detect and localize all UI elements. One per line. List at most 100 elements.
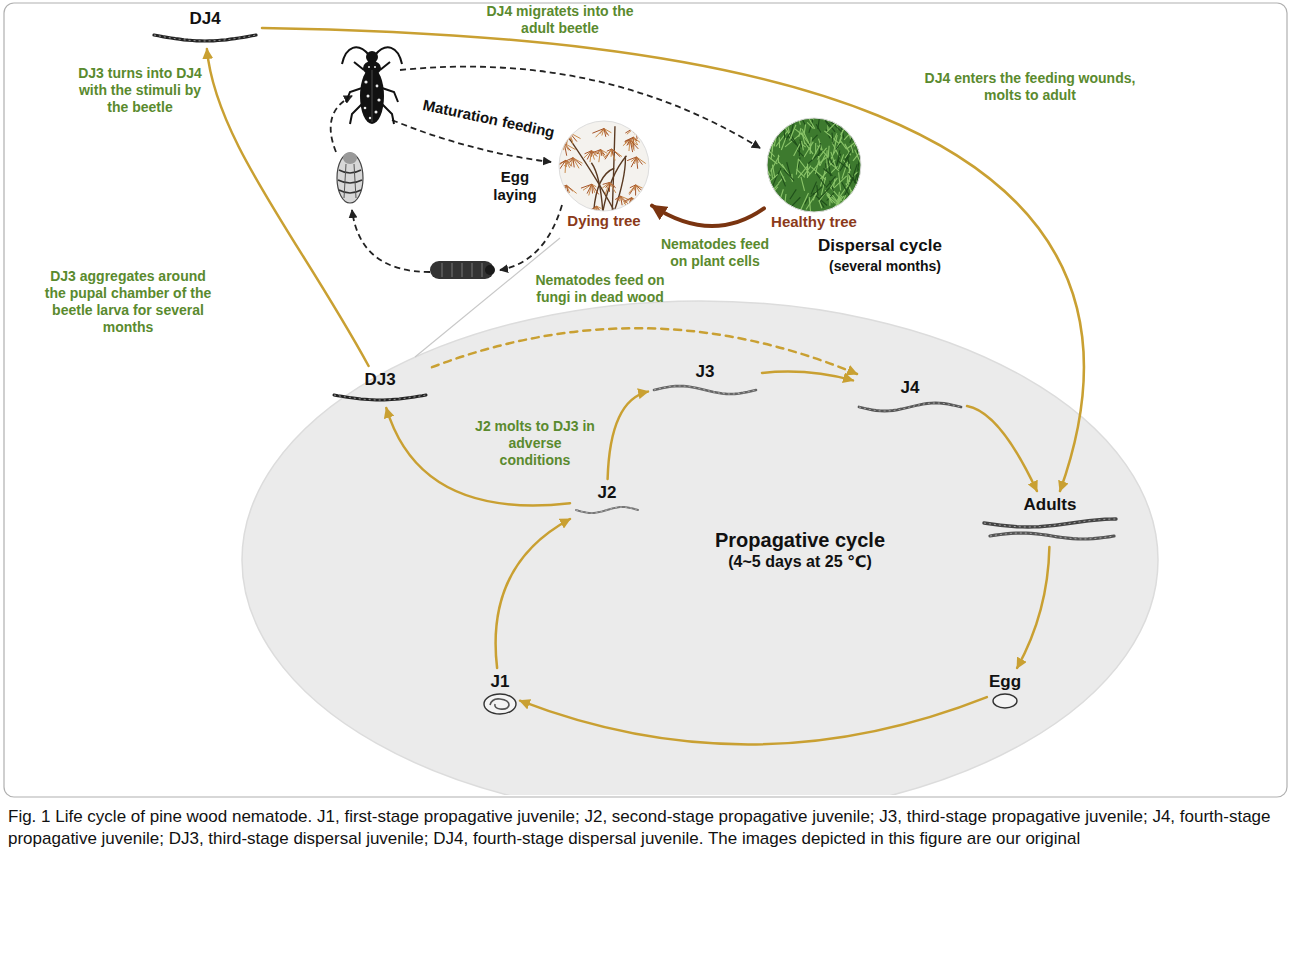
- needle: [826, 117, 834, 119]
- annotation: (several months): [810, 258, 960, 275]
- drawing-part: [380, 62, 390, 70]
- region-title-slot: Propagative cycle(4~5 days at 25 ℃): [640, 528, 960, 572]
- drawing-part: [364, 66, 381, 119]
- egg-shell: [993, 694, 1017, 708]
- needle: [804, 142, 813, 157]
- needle: [623, 206, 630, 212]
- needle: [837, 150, 840, 166]
- foliage: [766, 117, 862, 213]
- label-slot: J2 molts to DJ3 in adverse conditions: [473, 418, 598, 469]
- needle: [773, 126, 777, 134]
- needle: [766, 132, 770, 139]
- needle: [569, 201, 575, 210]
- needle: [573, 158, 574, 168]
- needle: [833, 117, 837, 122]
- nematode-stage: Egg: [987, 668, 1023, 712]
- drawing-part: [342, 47, 369, 64]
- needle: [858, 180, 862, 194]
- label-slot: DJ4 enters the feeding wounds, molts to …: [915, 70, 1145, 104]
- label-slot: DJ4 migratets into the adult beetle: [478, 3, 643, 37]
- stage-label: Adults: [1024, 495, 1077, 515]
- needle: [591, 150, 600, 154]
- nematode-body: [990, 533, 1114, 539]
- nematode-illustration: [980, 515, 1120, 545]
- needle: [784, 117, 786, 120]
- needle: [859, 117, 861, 132]
- needle: [625, 140, 630, 142]
- needle: [815, 160, 819, 174]
- needle: [636, 127, 645, 133]
- tree-rim: [559, 121, 649, 211]
- region-ellipse: [242, 301, 1158, 795]
- needle: [559, 160, 566, 165]
- needle: [569, 201, 575, 205]
- needle: [630, 185, 636, 188]
- nematode-body: [154, 35, 256, 41]
- needle: [632, 198, 634, 209]
- tree-photo: [766, 117, 862, 213]
- needle: [819, 158, 826, 164]
- pupa-illustration: [337, 152, 363, 203]
- needle: [818, 118, 820, 129]
- needle: [565, 133, 570, 141]
- nematode-detail: [654, 386, 756, 394]
- needle: [766, 129, 767, 138]
- drawing-part: [377, 98, 380, 101]
- propagative-region: Propagative cycle(4~5 days at 25 ℃) Egg J1…: [240, 300, 1160, 795]
- annotation: Dispersal cycle: [800, 236, 960, 256]
- needle: [849, 120, 858, 133]
- drawing-part: [344, 164, 356, 198]
- branch: [603, 156, 627, 212]
- needle: [857, 172, 858, 187]
- needle: [798, 159, 810, 174]
- needle: [778, 162, 783, 168]
- drawing-part: [343, 152, 357, 164]
- egg-shell: [484, 694, 516, 714]
- nematode-stage: DJ3: [328, 366, 432, 408]
- needle: [592, 184, 599, 194]
- label-slot: Maturation feeding: [421, 96, 556, 142]
- drawing-part: [500, 205, 562, 270]
- needle: [769, 118, 777, 133]
- needle: [559, 160, 566, 164]
- caption-slot: Fig. 1 Life cycle of pine wood nematode.…: [8, 806, 1284, 850]
- nematode-body: [984, 519, 1116, 527]
- needle: [766, 117, 774, 127]
- label-slot: Egg laying: [487, 168, 543, 204]
- needle: [560, 160, 566, 169]
- nematode-stage: J1: [480, 668, 520, 718]
- needle: [581, 184, 592, 188]
- annotation: Nematodes feed on plant cells: [653, 236, 778, 270]
- needle: [568, 201, 570, 212]
- needle: [832, 133, 836, 144]
- nematode-body: [859, 403, 961, 411]
- needle: [855, 117, 862, 119]
- needle: [842, 182, 849, 195]
- needle: [558, 135, 564, 139]
- needle: [851, 188, 862, 203]
- nematode-illustration: [650, 382, 760, 398]
- needle: [831, 122, 843, 134]
- needle: [853, 117, 858, 124]
- needle: [564, 135, 572, 140]
- figure-caption: Fig. 1 Life cycle of pine wood nematode.…: [8, 806, 1284, 850]
- needle: [799, 128, 801, 137]
- needle: [800, 139, 802, 147]
- lifecycle-arrow: [207, 49, 369, 366]
- needle: [804, 166, 811, 176]
- needle: [787, 162, 791, 176]
- needle: [849, 173, 856, 183]
- needle: [612, 149, 615, 160]
- needle: [797, 169, 805, 177]
- annotation: DJ3 turns into DJ4 with the stimuli by t…: [78, 65, 203, 116]
- needle: [623, 206, 630, 212]
- beetle-illustration: [342, 47, 402, 124]
- needle: [785, 134, 800, 147]
- egg-illustration: [991, 692, 1019, 710]
- drawing-part: [364, 107, 367, 110]
- needle: [836, 143, 841, 150]
- annotation: Nematodes feed on fungi in dead wood: [528, 272, 673, 306]
- label-slot: Nematodes feed on fungi in dead wood: [528, 272, 673, 306]
- stage-label: J4: [901, 378, 920, 398]
